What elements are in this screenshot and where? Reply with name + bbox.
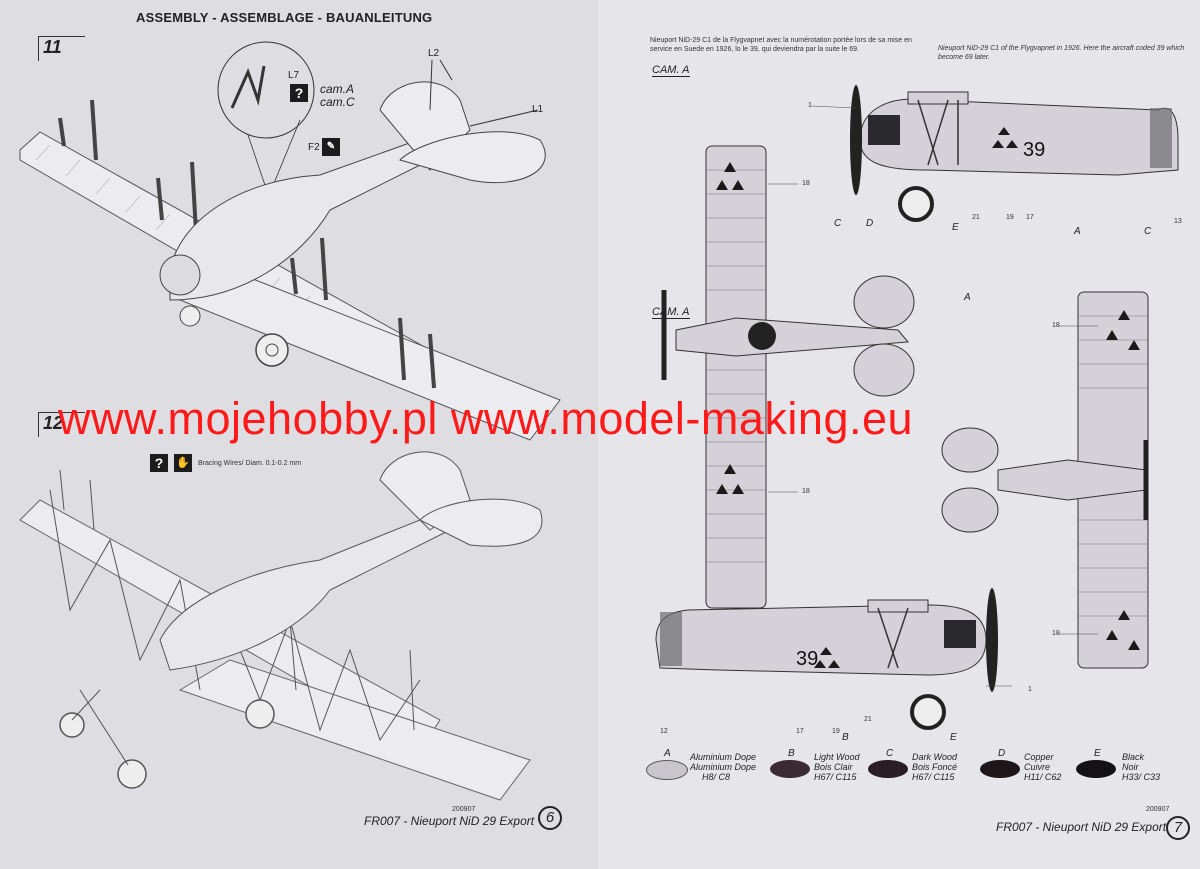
side-code-top: 39	[1023, 139, 1045, 161]
callout-D-top: D	[866, 218, 874, 229]
swatch-aluminium	[646, 760, 688, 780]
callout-A-top: A	[1074, 226, 1081, 237]
callout-E-top: E	[952, 222, 959, 233]
help-icon: ?	[290, 84, 308, 102]
bracing-wires-note: Bracing Wires/ Diam. 0.1-0.2 mm	[198, 460, 302, 467]
swatch-light-wood	[770, 760, 810, 778]
callout-21b: 21	[864, 716, 872, 723]
label-cam-a: cam.A	[320, 82, 355, 96]
camo-label-top: CAM. A	[652, 64, 690, 77]
step-11-box: 11	[38, 36, 85, 61]
right-page-number: 7	[1166, 816, 1190, 840]
help-icon: ?	[150, 454, 168, 472]
left-instruction-page: ASSEMBLY - ASSEMBLAGE - BAUANLEITUNG 11	[0, 0, 604, 869]
callout-B-bottom: B	[842, 732, 849, 743]
label-L2: L2	[428, 48, 440, 59]
callout-19b: 19	[832, 728, 840, 735]
label-L7: L7	[288, 70, 300, 81]
glue-icon: ✎	[322, 138, 340, 156]
callout-18d: 18	[1052, 630, 1060, 637]
swatch-black	[1076, 760, 1116, 778]
callout-C-tail: C	[1144, 226, 1152, 237]
callout-19: 19	[1006, 214, 1014, 221]
hand-icon: ✋	[174, 454, 192, 472]
left-footer-code: 200907	[452, 806, 476, 813]
label-L1: L1	[532, 104, 544, 115]
callout-1: 1	[808, 102, 812, 109]
callout-18a: 18	[802, 180, 810, 187]
right-footer-code: 200907	[1146, 806, 1170, 813]
watermark-text: www.mojehobby.pl www.model-making.eu	[58, 393, 914, 444]
left-footer-text: FR007 - Nieuport NiD 29 Export	[364, 814, 535, 828]
camo-label-mid: CAM. A	[652, 306, 690, 319]
step-11-drawing	[19, 41, 561, 441]
callout-13: 13	[1174, 218, 1182, 225]
step-12-number: 12	[43, 413, 64, 433]
callout-17b: 17	[796, 728, 804, 735]
paint-palette: A Aluminium Dope Aluminium Dope H8/ C8 B…	[646, 748, 1186, 796]
assembly-header: ASSEMBLY - ASSEMBLAGE - BAUANLEITUNG	[136, 10, 433, 25]
french-description: Nieuport NiD-29 C1 de la Flygvapnet avec…	[650, 37, 912, 53]
callout-18c: 18	[1052, 322, 1060, 329]
label-F2: F2	[308, 142, 320, 153]
right-footer-text: FR007 - Nieuport NiD 29 Export	[996, 820, 1167, 834]
callout-12: 12	[660, 728, 668, 735]
painting-profiles: 39	[655, 85, 1179, 730]
side-code-bottom: 39	[796, 648, 818, 670]
swatch-dark-wood	[868, 760, 908, 778]
callout-C-top: C	[834, 218, 842, 229]
english-description: Nieuport NiD-29 C1 of the Flygvapnet in …	[938, 45, 1185, 61]
step-12-drawing	[19, 451, 543, 801]
callout-17: 17	[1026, 214, 1034, 221]
callout-21: 21	[972, 214, 980, 221]
callout-18b: 18	[802, 488, 810, 495]
label-cam-c: cam.C	[320, 95, 355, 109]
right-painting-page: Nieuport NiD-29 C1 de la Flygvapnet avec…	[598, 0, 1200, 869]
left-page-number: 6	[538, 806, 562, 830]
callout-1b: 1	[1028, 686, 1032, 693]
step-12-box: 12	[38, 412, 85, 437]
swatch-copper	[980, 760, 1020, 778]
callout-E-bottom: E	[950, 732, 957, 743]
step-11-number: 11	[43, 37, 62, 57]
callout-A-mid: A	[964, 292, 971, 303]
